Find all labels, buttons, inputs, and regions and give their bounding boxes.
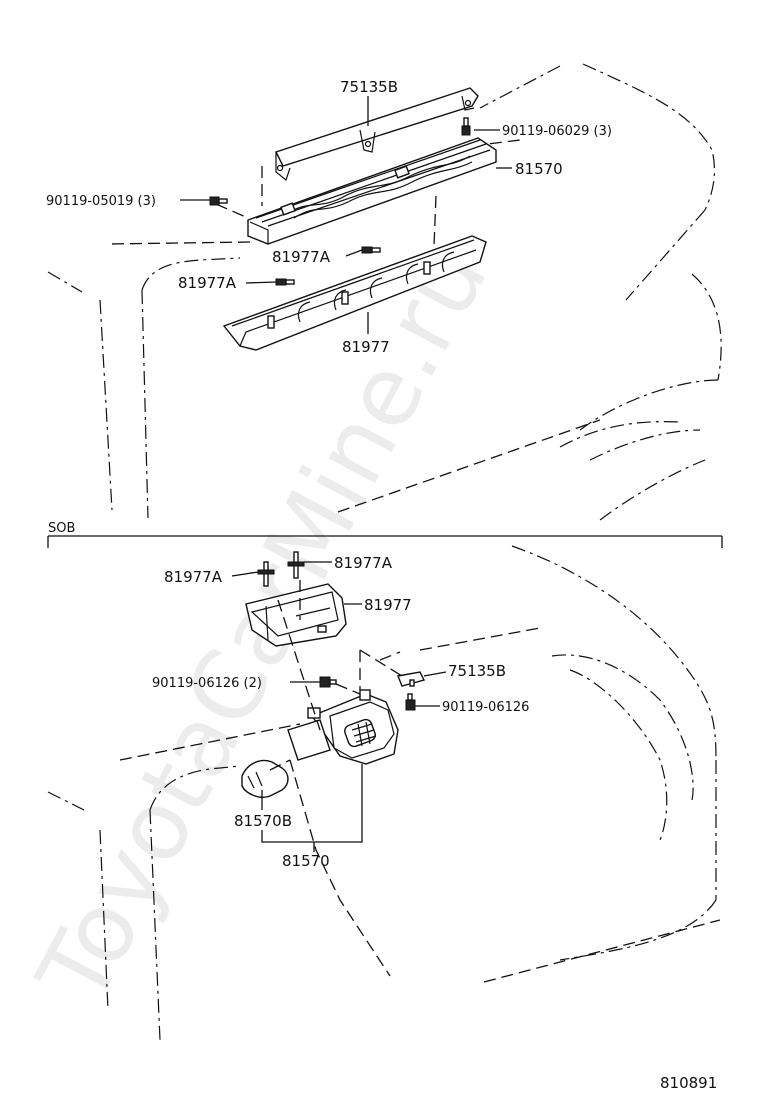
bottom-vehicle-outline — [47, 545, 721, 1041]
screw-icon — [319, 676, 337, 688]
part-label-81570: 81570 — [282, 852, 330, 870]
clip-icon — [275, 278, 295, 286]
screw-icon — [209, 196, 228, 206]
part-label-81977a: 81977A — [178, 274, 237, 292]
part-label-90119-05019: 90119-05019 (3) — [46, 194, 156, 209]
bottom-bracket-75135b — [397, 671, 426, 687]
section-divider — [47, 535, 723, 548]
top-vehicle-outline — [47, 63, 722, 521]
part-label-75135b: 75135B — [340, 78, 398, 96]
bottom-lamp-assembly-81570 — [287, 689, 399, 765]
top-assembly-guide-lines — [215, 166, 437, 247]
clip-icon — [361, 246, 381, 254]
part-label-81570b: 81570B — [234, 812, 292, 830]
top-leader-lines — [180, 96, 512, 334]
screw-icon — [405, 693, 416, 711]
part-label-81570: 81570 — [515, 160, 563, 178]
top-lamp-assembly-81570 — [247, 137, 497, 245]
bottom-clip-81977a — [257, 561, 275, 587]
part-label-90119-06126: 90119-06126 — [442, 700, 529, 715]
illustration-number: 810891 — [660, 1074, 717, 1092]
section-header: SOB — [48, 521, 75, 536]
part-label-81977a: 81977A — [164, 568, 223, 586]
screw-icon — [461, 117, 471, 136]
part-label-75135b: 75135B — [448, 662, 506, 680]
bottom-assembly-guide-lines — [269, 580, 403, 977]
top-bracket-75135b — [275, 87, 479, 182]
top-cover-81977 — [222, 235, 487, 351]
part-label-81977a: 81977A — [334, 554, 393, 572]
bottom-clip-81977a — [287, 551, 305, 579]
bottom-bulb-81570b — [241, 759, 289, 798]
part-label-90119-06029: 90119-06029 (3) — [502, 124, 612, 139]
bottom-leader-lines — [231, 561, 447, 852]
part-label-81977: 81977 — [342, 338, 390, 356]
part-label-90119-06126: 90119-06126 (2) — [152, 676, 262, 691]
bottom-cover-81977 — [245, 583, 347, 647]
part-label-81977a: 81977A — [272, 248, 331, 266]
part-label-81977: 81977 — [364, 596, 412, 614]
